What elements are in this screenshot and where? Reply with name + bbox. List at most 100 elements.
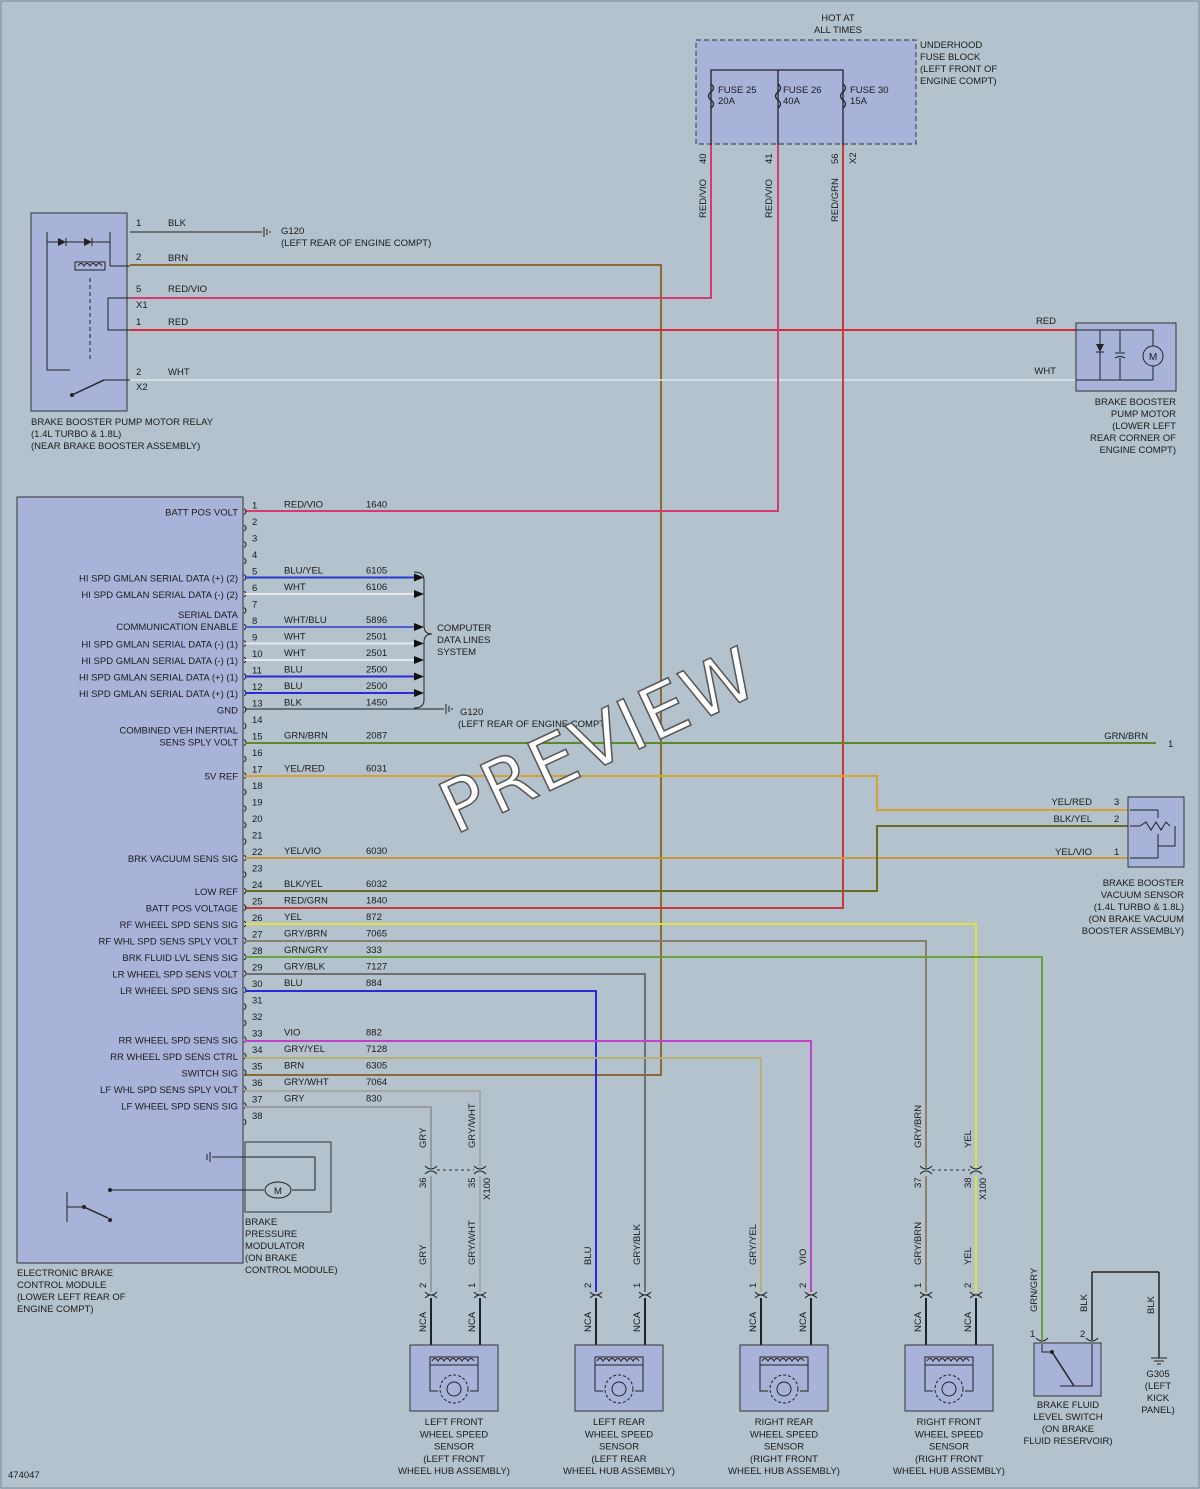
vac-wire-blk-yel: BLK/YEL bbox=[1053, 814, 1092, 825]
x100-label-left: X100 bbox=[482, 1178, 493, 1200]
ebcm-wire-label: BLU bbox=[284, 681, 303, 692]
grn-brn-end-pin: 1 bbox=[1168, 739, 1173, 750]
vac-wire-yel-vio: YEL/VIO bbox=[1055, 847, 1092, 858]
vac-name-5: BOOSTER ASSEMBLY) bbox=[1082, 926, 1184, 937]
fuse-25-rating: 20A bbox=[718, 96, 736, 107]
modulator-name-5: CONTROL MODULE) bbox=[245, 1265, 338, 1276]
ebcm-pin-terminal bbox=[243, 1102, 247, 1109]
wheel-sensor-name: LEFT FRONT bbox=[425, 1417, 484, 1428]
pump-name-1: BRAKE BOOSTER bbox=[1095, 397, 1176, 408]
ebcm-signal-label: HI SPD GMLAN SERIAL DATA (+) (1) bbox=[79, 689, 238, 700]
fuse-30-label: FUSE 30 bbox=[850, 85, 889, 96]
relay-wire-red: RED bbox=[168, 317, 188, 328]
ebcm-pin-29: 29 bbox=[252, 963, 263, 974]
fluid-pin-1: 1 bbox=[1030, 1329, 1035, 1340]
ebcm-pin-19: 19 bbox=[252, 798, 263, 809]
ebcm-pin-terminal bbox=[243, 1036, 247, 1043]
sensor-nca-label: NCA bbox=[748, 1311, 759, 1332]
modulator-box bbox=[244, 1141, 332, 1213]
ebcm-wire-label: RED/VIO bbox=[284, 500, 323, 511]
sensor-wire-label: GRY/BRN bbox=[913, 1222, 924, 1265]
diagram-id: 474047 bbox=[8, 1470, 40, 1481]
sensor-pin-label: 2 bbox=[418, 1283, 429, 1288]
ebcm-wire-label: BLU/YEL bbox=[284, 566, 323, 577]
pump-name-2: PUMP MOTOR bbox=[1111, 409, 1176, 420]
pump-name-4: REAR CORNER OF bbox=[1090, 433, 1176, 444]
vac-pin-2: 2 bbox=[1114, 814, 1119, 825]
ebcm-pin-18: 18 bbox=[252, 781, 263, 792]
ebcm-pin-27: 27 bbox=[252, 930, 263, 941]
ebcm-signal-label: HI SPD GMLAN SERIAL DATA (-) (2) bbox=[81, 590, 238, 601]
ebcm-signal-label: RR WHEEL SPD SENS SIG bbox=[119, 1036, 238, 1047]
modulator-name-4: (ON BRAKE bbox=[245, 1253, 297, 1264]
sensor-coil-icon bbox=[594, 1356, 644, 1366]
ebcm-signal-label: HI SPD GMLAN SERIAL DATA (+) (1) bbox=[79, 673, 238, 684]
ebcm-pin-8: 8 bbox=[252, 616, 257, 627]
sensor-pin-label: 1 bbox=[748, 1283, 759, 1288]
sensor-wire-label: GRY/BLK bbox=[632, 1223, 643, 1265]
ebcm-signal-label: LF WHEEL SPD SENS SIG bbox=[121, 1102, 238, 1113]
g305-name-2: (LEFT bbox=[1145, 1381, 1172, 1392]
sensor-nca-label: NCA bbox=[418, 1311, 429, 1332]
sensor-coil-icon bbox=[429, 1356, 479, 1366]
ebcm-wire-label: YEL/RED bbox=[284, 764, 325, 775]
ebcm-pin-17: 17 bbox=[252, 765, 263, 776]
ebcm-pin-13: 13 bbox=[252, 699, 263, 710]
wheel-sensor-name: WHEEL SPEED bbox=[915, 1429, 983, 1440]
x100-pin-37: 37 bbox=[913, 1177, 924, 1188]
wire-red-grn bbox=[245, 145, 844, 909]
wheel-sensor-name: WHEEL SPEED bbox=[420, 1429, 488, 1440]
sensor-pin-label: 2 bbox=[798, 1283, 809, 1288]
sensor-coil-icon bbox=[759, 1356, 809, 1366]
relay-name-1: BRAKE BOOSTER PUMP MOTOR RELAY bbox=[31, 417, 214, 428]
wheel-sensor-name: WHEEL SPEED bbox=[750, 1429, 818, 1440]
ebcm-pin-21: 21 bbox=[252, 831, 263, 842]
ebcm-signal-label-2: SENS SPLY VOLT bbox=[159, 738, 238, 749]
ebcm-wire-label: BLU bbox=[284, 978, 303, 989]
wire-yel-red bbox=[245, 775, 1128, 811]
sensor-connector-icon bbox=[424, 1291, 438, 1299]
relay-wire-wht: WHT bbox=[168, 367, 190, 378]
ebcm-wire-label: GRY bbox=[284, 1094, 305, 1105]
ebcm-pin-10: 10 bbox=[252, 649, 263, 660]
ebcm-circuit-label: 7064 bbox=[366, 1077, 387, 1088]
wire-blu-lr bbox=[245, 990, 597, 1292]
x100-connector: GRY GRY/WHT GRY/BRN YEL 36 35 X100 37 38… bbox=[418, 1103, 989, 1292]
vac-pin-1: 1 bbox=[1114, 847, 1119, 858]
ebcm-pin-terminal bbox=[243, 1118, 247, 1126]
ebcm-circuit-label: 1450 bbox=[366, 698, 387, 709]
fluid-pin-2: 2 bbox=[1080, 1329, 1085, 1340]
ebcm-signal-label: COMBINED VEH INERTIAL bbox=[119, 726, 238, 737]
ebcm-pin-5: 5 bbox=[252, 567, 257, 578]
wheel-sensor-name: RIGHT FRONT bbox=[917, 1417, 982, 1428]
sensor-connector-icon bbox=[473, 1291, 487, 1299]
wire-gry-yel-rr bbox=[245, 1057, 762, 1292]
relay-pin-1: 1 bbox=[136, 218, 141, 229]
relay-conn-x2: X2 bbox=[136, 382, 148, 393]
ebcm-circuit-label: 2500 bbox=[366, 681, 387, 692]
ebcm-pin-terminal bbox=[243, 838, 247, 845]
ebcm-pin-terminal bbox=[243, 607, 247, 614]
sensor-pin-label: 2 bbox=[583, 1283, 594, 1288]
ebcm-wire-label: WHT bbox=[284, 582, 306, 593]
wire-yel-rf bbox=[245, 923, 977, 1168]
tone-wheel-icon bbox=[604, 1374, 634, 1404]
fuse-26-label: FUSE 26 bbox=[783, 85, 822, 96]
sensor-nca-label: NCA bbox=[913, 1311, 924, 1332]
fluid-name-3: (ON BRAKE bbox=[1042, 1424, 1094, 1435]
pump-wire-red: RED bbox=[1036, 316, 1056, 327]
fuse-25-label: FUSE 25 bbox=[718, 85, 757, 96]
tone-wheel-icon bbox=[769, 1374, 799, 1404]
pump-motor: M RED WHT BRAKE BOOSTER PUMP MOTOR (LOWE… bbox=[1034, 316, 1177, 456]
wire-grn-gry bbox=[245, 956, 1043, 1340]
relay-conn-x1: X1 bbox=[136, 300, 148, 311]
fuse-block-body bbox=[695, 39, 917, 145]
ebcm-signal-label: SWITCH SIG bbox=[182, 1069, 238, 1080]
ebcm-pin-4: 4 bbox=[252, 550, 257, 561]
data-line-arrow-icon bbox=[414, 689, 424, 697]
sensor-wire-label: GRY bbox=[418, 1244, 429, 1265]
wheel-sensor-name: (RIGHT FRONT bbox=[750, 1454, 818, 1465]
